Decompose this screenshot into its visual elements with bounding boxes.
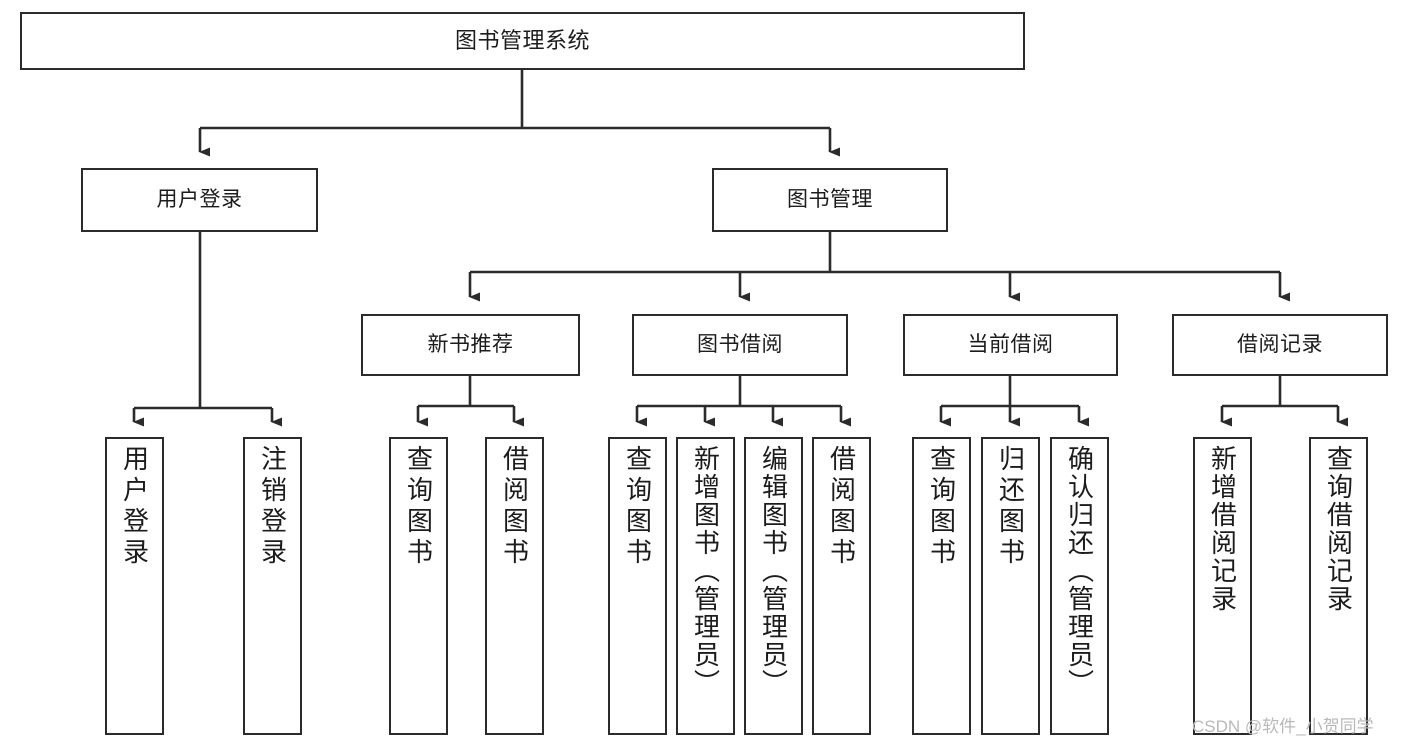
node-label: 注销登录 [257, 445, 288, 569]
node-current-borrow[interactable]: 当前借阅 [903, 314, 1118, 376]
leaf-book-borrow-edit-book-admin[interactable]: 编辑图书（管理员） [744, 437, 803, 735]
node-book-borrow[interactable]: 图书借阅 [632, 314, 848, 376]
node-label: 借阅图书 [826, 445, 857, 569]
node-label: 借阅图书 [499, 445, 530, 569]
node-label: 查询图书 [403, 445, 434, 569]
node-user-login[interactable]: 用户登录 [81, 168, 318, 232]
node-label: 归还图书 [995, 445, 1026, 569]
node-label: 用户登录 [156, 187, 243, 211]
node-label: 编辑图书（管理员） [758, 445, 789, 697]
node-label: 新书推荐 [427, 332, 514, 356]
node-label: 图书管理 [787, 187, 873, 211]
leaf-new-book-query-book[interactable]: 查询图书 [389, 437, 448, 735]
node-root-book-management-system[interactable]: 图书管理系统 [20, 12, 1025, 70]
leaf-new-book-borrow-book[interactable]: 借阅图书 [485, 437, 544, 735]
node-label: 借阅记录 [1237, 332, 1323, 356]
leaf-user-login-logout[interactable]: 注销登录 [243, 437, 302, 735]
leaf-borrow-record-add-record[interactable]: 新增借阅记录 [1193, 437, 1252, 735]
leaf-borrow-record-query-record[interactable]: 查询借阅记录 [1309, 437, 1368, 735]
node-label: 查询图书 [926, 445, 957, 569]
leaf-book-borrow-borrow-book[interactable]: 借阅图书 [812, 437, 871, 735]
node-label: 新增图书（管理员） [690, 445, 721, 697]
node-label: 确认归还（管理员） [1064, 445, 1095, 697]
leaf-current-borrow-return-book[interactable]: 归还图书 [981, 437, 1040, 735]
leaf-current-borrow-confirm-return-admin[interactable]: 确认归还（管理员） [1050, 437, 1109, 735]
leaf-book-borrow-add-book-admin[interactable]: 新增图书（管理员） [676, 437, 735, 735]
leaf-current-borrow-query-book[interactable]: 查询图书 [912, 437, 971, 735]
node-label: 当前借阅 [967, 332, 1054, 356]
leaf-user-login-login[interactable]: 用户登录 [105, 437, 164, 735]
node-label: 图书管理系统 [454, 28, 590, 54]
leaf-book-borrow-query-book[interactable]: 查询图书 [608, 437, 667, 735]
node-book-management[interactable]: 图书管理 [712, 168, 948, 232]
node-new-book-recommendation[interactable]: 新书推荐 [361, 314, 580, 376]
node-label: 查询借阅记录 [1323, 445, 1354, 613]
csdn-watermark: CSDN @软件_小贺同学 [1192, 717, 1374, 736]
node-label: 查询图书 [622, 445, 653, 569]
node-label: 用户登录 [119, 445, 150, 569]
node-label: 新增借阅记录 [1207, 445, 1238, 613]
node-borrow-record[interactable]: 借阅记录 [1172, 314, 1388, 376]
node-label: 图书借阅 [697, 332, 783, 356]
